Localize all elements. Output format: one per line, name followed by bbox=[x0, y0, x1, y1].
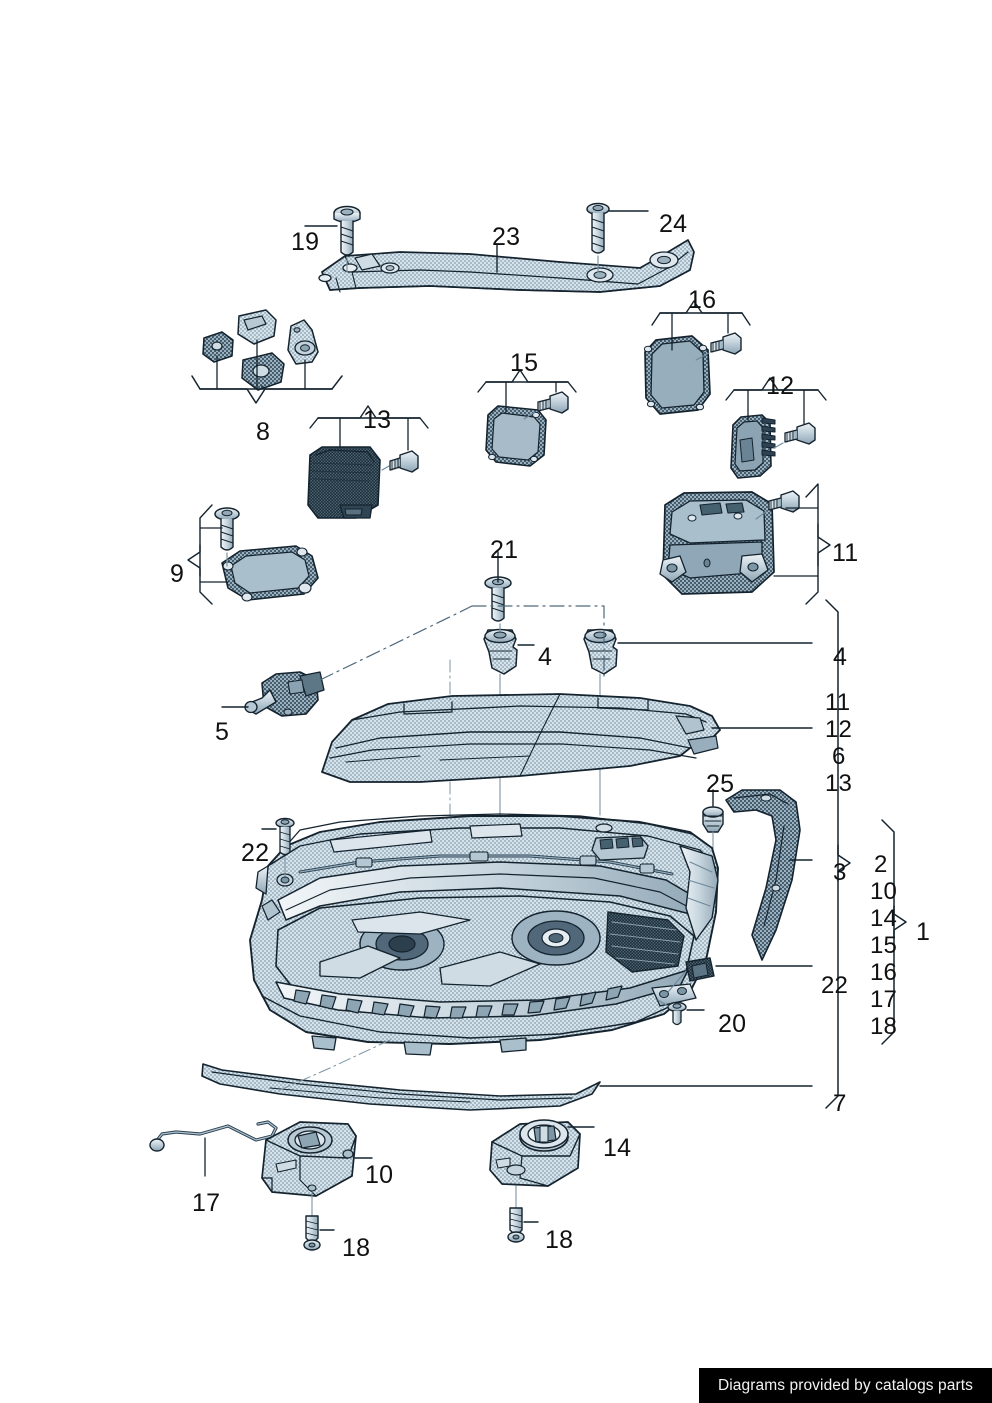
callout-3: 3 bbox=[833, 859, 847, 886]
callout-25: 25 bbox=[706, 770, 735, 798]
part-10-ballast-unit bbox=[261, 1121, 373, 1219]
part-3-side-trim bbox=[725, 789, 813, 961]
callout-16-list: 16 bbox=[870, 959, 898, 986]
callout-6-list: 6 bbox=[832, 743, 846, 770]
part-20-adjusting-screw bbox=[657, 999, 705, 1026]
callout-13: 13 bbox=[363, 406, 392, 434]
callout-10-list: 10 bbox=[870, 878, 898, 905]
footer-watermark-text: Diagrams provided by catalogs parts bbox=[717, 1376, 974, 1394]
part-14-bulb-holder bbox=[489, 1119, 595, 1211]
callout-15: 15 bbox=[510, 349, 539, 377]
part-9-service-cover bbox=[187, 504, 319, 605]
part-22-cap-right bbox=[667, 957, 813, 993]
callout-7: 7 bbox=[833, 1090, 847, 1117]
callout-22-left: 22 bbox=[241, 839, 270, 867]
part-4-grommet-right bbox=[583, 628, 813, 816]
part-12-control-module bbox=[725, 377, 827, 479]
callout-12: 12 bbox=[766, 372, 795, 400]
part-6-upper-cover bbox=[321, 659, 813, 831]
part-7-lower-trim bbox=[201, 1039, 813, 1111]
callout-4-right: 4 bbox=[833, 643, 848, 671]
callout-17-list: 17 bbox=[870, 986, 898, 1013]
part-5-range-actuator bbox=[221, 605, 605, 717]
callout-22-right: 22 bbox=[821, 972, 849, 999]
callout-4-left: 4 bbox=[538, 643, 553, 671]
callout-1: 1 bbox=[916, 918, 931, 946]
callout-13-list: 13 bbox=[825, 770, 853, 797]
part-19-flanged-bolt bbox=[304, 205, 361, 273]
callout-5: 5 bbox=[215, 718, 230, 746]
grouping-bracket-assembly-1 bbox=[881, 819, 907, 1045]
callout-21: 21 bbox=[490, 536, 519, 564]
callout-11-list: 11 bbox=[825, 689, 851, 716]
callout-19: 19 bbox=[291, 228, 320, 256]
part-16-sealing-cap bbox=[643, 300, 751, 415]
callout-17-bottom: 17 bbox=[192, 1189, 221, 1217]
part-13-duct-cover bbox=[307, 405, 429, 519]
part-21-washer-screw bbox=[484, 551, 512, 622]
part-8-clip-set bbox=[191, 309, 343, 404]
callout-18-list: 18 bbox=[870, 1013, 898, 1040]
callout-16: 16 bbox=[688, 286, 717, 314]
callout-20: 20 bbox=[718, 1010, 747, 1038]
callout-23: 23 bbox=[492, 223, 521, 251]
callout-15-list: 15 bbox=[870, 932, 898, 959]
callout-8: 8 bbox=[256, 418, 271, 446]
footer-watermark-banner: Diagrams provided by catalogs parts bbox=[699, 1368, 992, 1403]
callout-18-right: 18 bbox=[545, 1226, 574, 1254]
part-23-support-bracket bbox=[318, 239, 695, 293]
part-24-bracket-bolt bbox=[586, 202, 649, 273]
callout-12-list: 12 bbox=[825, 716, 853, 743]
callout-14-list: 14 bbox=[870, 905, 898, 932]
callout-11-module: 11 bbox=[832, 539, 859, 567]
callout-24: 24 bbox=[659, 210, 688, 238]
grouping-bracket-outer bbox=[825, 599, 851, 1109]
part-22-bolt-left bbox=[261, 817, 295, 877]
part-17-wire-clip bbox=[149, 1120, 278, 1177]
part-18-screw-left bbox=[303, 1215, 335, 1251]
part-15-sealing-plate bbox=[477, 369, 577, 467]
callout-10-bottom: 10 bbox=[365, 1161, 394, 1189]
part-11-led-power-module bbox=[659, 483, 831, 605]
part-2-headlamp-housing bbox=[249, 813, 719, 1056]
callout-9: 9 bbox=[170, 560, 185, 588]
part-18-screw-right bbox=[507, 1207, 539, 1243]
part-25-rubber-buffer bbox=[702, 789, 724, 881]
callout-2-list: 2 bbox=[874, 851, 888, 878]
callout-14-bottom: 14 bbox=[603, 1134, 632, 1162]
callout-18-left: 18 bbox=[342, 1234, 371, 1262]
